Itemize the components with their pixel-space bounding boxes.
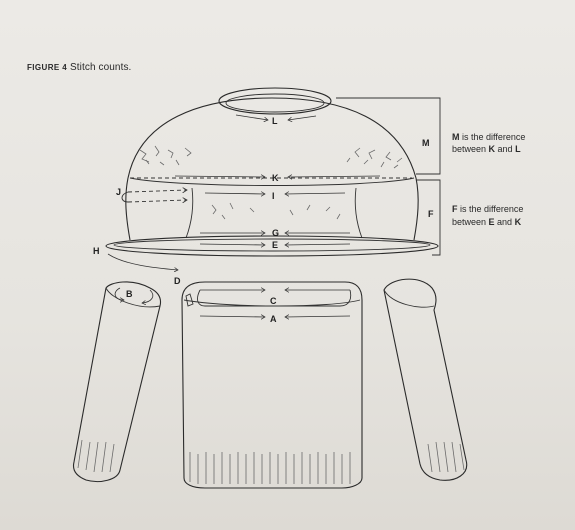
right-sleeve-ribbing <box>428 442 464 472</box>
note-m-line1: M is the difference <box>452 132 525 142</box>
j-curl <box>122 192 128 202</box>
label-d: D <box>174 276 181 286</box>
bracket-m <box>336 98 440 174</box>
label-h: H <box>93 246 100 256</box>
yoke-outline <box>128 98 416 178</box>
arrow-j-2 <box>128 200 187 202</box>
body-tube <box>182 282 362 488</box>
left-sleeve <box>74 282 161 482</box>
right-sleeve <box>384 279 467 480</box>
label-l: L <box>272 116 278 126</box>
label-g: G <box>272 228 279 238</box>
label-e: E <box>272 240 278 250</box>
left-sleeve-top <box>106 288 160 307</box>
armhole-left <box>186 188 193 238</box>
arrow-e-left <box>200 244 265 245</box>
yoke-lower-right <box>414 178 418 240</box>
label-a: A <box>270 314 277 324</box>
body-hem-ribbing <box>190 452 350 484</box>
neck-opening-inner <box>226 94 324 112</box>
yoke-lower-left <box>126 178 130 240</box>
left-sleeve-ribbing <box>78 440 114 472</box>
arrow-k-right <box>288 176 380 177</box>
armhole-right <box>355 188 362 238</box>
label-k: K <box>272 173 279 183</box>
marker-d <box>186 294 193 306</box>
arrow-a-left <box>200 316 265 317</box>
arrow-a-right <box>285 316 350 317</box>
note-m-line2: between K and L <box>452 144 521 154</box>
label-j: J <box>116 187 121 197</box>
note-f-line2: between E and K <box>452 217 522 227</box>
arrow-l-2 <box>288 116 316 120</box>
yoke-colorwork-texture <box>140 146 402 168</box>
arrow-i-left <box>205 193 265 194</box>
label-c: C <box>270 296 277 306</box>
arrow-k-left <box>175 176 265 177</box>
body-colorwork-texture <box>212 203 340 219</box>
right-sleeve-top <box>384 290 434 307</box>
arrow-h <box>108 254 178 270</box>
arrow-b-2 <box>142 290 153 303</box>
arrow-i-right <box>285 193 345 194</box>
label-b: B <box>126 289 133 299</box>
arrow-e-right <box>285 244 350 245</box>
arrow-l <box>236 115 268 120</box>
label-f: F <box>428 209 434 219</box>
label-m: M <box>422 138 430 148</box>
note-f-line1: F is the difference <box>452 204 523 214</box>
label-i: I <box>272 191 275 201</box>
arrow-j <box>128 190 187 192</box>
